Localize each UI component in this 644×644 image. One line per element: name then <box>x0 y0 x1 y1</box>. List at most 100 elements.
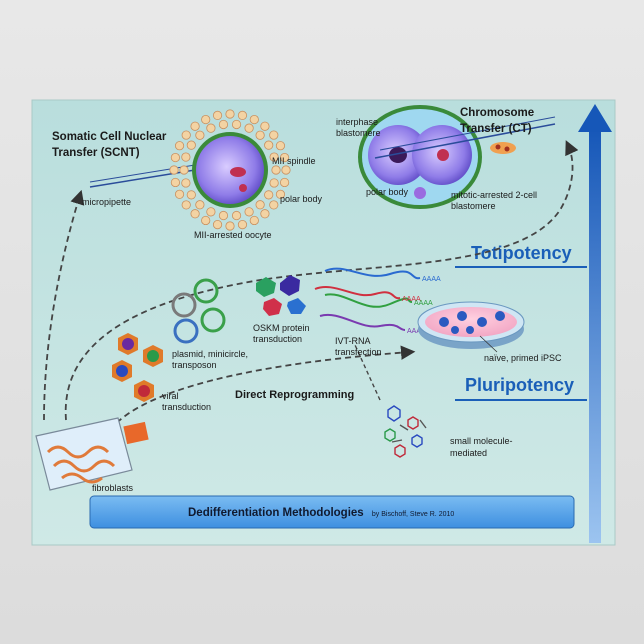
cumulus-cell <box>225 221 235 231</box>
cumulus-cell <box>190 209 200 219</box>
ipsc-label: naïve, primed iPSC <box>484 353 562 363</box>
ipsc-leader <box>479 335 498 353</box>
ivt-rna-strands <box>314 267 421 331</box>
two-cell-blastomere <box>358 105 482 209</box>
small-molecule-label-line2: mediated <box>450 448 487 458</box>
scnt-path <box>43 189 85 421</box>
cumulus-cell <box>181 178 191 188</box>
cumulus-cell <box>264 190 274 200</box>
small-molecule-icons <box>384 405 427 458</box>
footer-title-text: Dedifferentiation Methodologies <box>188 507 364 519</box>
cumulus-cells <box>169 109 291 231</box>
micropipette-label: micropipette <box>82 197 131 207</box>
cumulus-cell <box>170 177 181 188</box>
cumulus-cell <box>212 110 223 121</box>
small-molecule-path <box>354 344 381 401</box>
mitotic-label-line2: blastomere <box>451 201 496 211</box>
interphase-label-line1: interphase <box>336 117 378 127</box>
virus-icon <box>134 380 154 402</box>
cumulus-cell <box>225 109 235 119</box>
cumulus-cell <box>275 189 286 199</box>
ct-micropipette-inner <box>379 116 556 151</box>
cumulus-cell <box>260 209 270 219</box>
mitotic-label-line1: mitotic-arrested 2-cell <box>451 190 537 200</box>
cumulus-cell <box>201 114 211 125</box>
viral-label-line2: transduction <box>162 402 211 412</box>
poly-a-tail: AAAA <box>414 300 433 307</box>
cumulus-cell <box>181 200 191 210</box>
viral-label-line1: viral <box>162 391 179 401</box>
oskm-label-line1: OSKM protein <box>253 323 310 333</box>
poly-a-tail: AAAA <box>402 296 421 303</box>
cumulus-cell <box>206 207 216 217</box>
scnt-title-line1: Somatic Cell Nuclear <box>52 131 167 143</box>
totipotency-label: Totipotency <box>471 243 572 263</box>
cumulus-cell <box>281 165 291 175</box>
cumulus-cell <box>269 130 279 140</box>
ct-title-line2: Transfer (CT) <box>460 123 532 135</box>
small-molecule-label-line1: small molecule- <box>450 436 513 446</box>
cumulus-cell <box>195 200 205 210</box>
poly-a-tail: AAAA <box>422 276 441 283</box>
cumulus-cell <box>169 165 179 175</box>
scnt-polar-body-label: polar body <box>280 194 323 204</box>
cumulus-cell <box>244 123 254 133</box>
plasmid-icons <box>171 278 226 344</box>
cumulus-cell <box>279 177 290 188</box>
cumulus-cell <box>255 130 265 140</box>
scnt-title-line2: Transfer (SCNT) <box>52 147 140 159</box>
mii-oocyte-label: MII-arrested oocyte <box>194 230 272 240</box>
virus-icon <box>118 333 138 355</box>
diagram-panel <box>31 99 616 546</box>
cumulus-cell <box>249 215 259 226</box>
ivt-label-line1: IVT-RNA <box>335 336 371 346</box>
cumulus-cell <box>231 119 242 130</box>
plasmid-label-line2: transposon <box>172 360 217 370</box>
mii-spindle-label: MII spindle <box>272 156 316 166</box>
pluripotency-label: Pluripotency <box>465 375 574 395</box>
footer-title: Dedifferentiation Methodologies by Bisch… <box>188 507 454 519</box>
ct-title-line1: Chromosome <box>460 107 534 119</box>
chromosome-cluster-icon <box>490 142 516 154</box>
oskm-protein-icons <box>256 275 306 316</box>
ivt-label-line2: transfection <box>335 347 382 357</box>
totipotency-path <box>64 140 579 421</box>
potency-arrow <box>578 104 612 543</box>
direct-reprogramming-label: Direct Reprogramming <box>235 389 354 401</box>
cumulus-cell <box>174 189 185 199</box>
poly-a-tail: AAAA <box>407 328 426 335</box>
plasmid-label-line1: plasmid, minicircle, <box>172 349 248 359</box>
poly-a-tails: AAAA AAAA AAAA AAAA <box>402 276 441 335</box>
virus-icons <box>112 333 163 402</box>
footer-banner <box>89 495 575 529</box>
cumulus-cell <box>181 130 191 140</box>
cumulus-cell <box>212 219 223 230</box>
cumulus-cell <box>244 207 254 217</box>
cumulus-cell <box>206 123 216 133</box>
cumulus-cell <box>269 152 279 162</box>
cumulus-cell <box>279 152 290 163</box>
cumulus-cell <box>170 152 181 163</box>
cumulus-cell <box>237 110 248 121</box>
cumulus-cell <box>181 152 191 162</box>
cumulus-cell <box>264 140 274 150</box>
fibroblasts-label: fibroblasts <box>92 483 134 493</box>
cumulus-cell <box>179 165 189 175</box>
ct-polar-body-label: polar body <box>366 187 409 197</box>
cumulus-cell <box>218 210 229 221</box>
cumulus-cell <box>195 130 205 140</box>
ct-micropipette <box>374 123 556 159</box>
cumulus-cell <box>269 200 279 210</box>
cumulus-cell <box>260 121 270 131</box>
fibroblast-flask <box>35 417 149 491</box>
cumulus-cell <box>231 210 242 221</box>
virus-icon <box>143 345 163 367</box>
cumulus-cell <box>186 190 196 200</box>
cumulus-cell <box>255 200 265 210</box>
cumulus-cell <box>174 141 185 151</box>
cumulus-cell <box>186 140 196 150</box>
cumulus-cell <box>249 114 259 125</box>
cumulus-cell <box>201 215 211 226</box>
